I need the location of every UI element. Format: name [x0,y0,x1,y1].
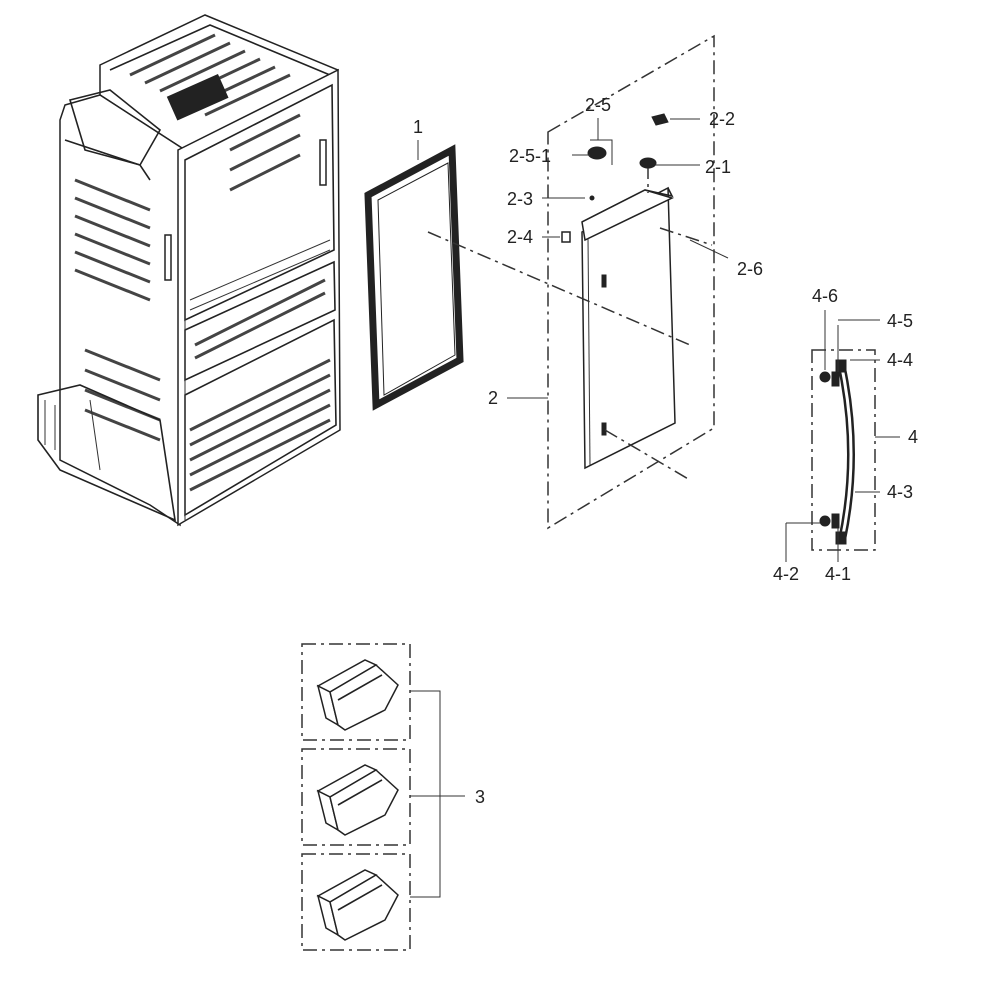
svg-text:4-3: 4-3 [887,482,913,502]
hinge-cap-part [639,157,657,169]
svg-text:2-1: 2-1 [705,157,731,177]
svg-text:4-1: 4-1 [825,564,851,584]
door-gasket [364,144,464,411]
svg-text:2-5: 2-5 [585,95,611,115]
door-assembly-group [427,34,715,530]
svg-text:2-5-1: 2-5-1 [509,146,551,166]
svg-text:4-4: 4-4 [887,350,913,370]
callout-2-5-1: 2-5-1 [509,146,551,166]
hinge-cover-part [651,113,669,126]
stopper-part [561,231,571,243]
hinge-bushing-part [587,146,607,160]
callout-4-3: 4-3 [855,482,913,502]
callout-4-1: 4-1 [825,528,851,584]
svg-text:2-2: 2-2 [709,109,735,129]
svg-text:4-6: 4-6 [812,286,838,306]
svg-text:2-3: 2-3 [507,189,533,209]
callout-4-4: 4-4 [850,350,913,370]
svg-text:1: 1 [413,117,423,137]
door-bin-1 [316,659,399,731]
callout-2-6: 2-6 [689,239,763,279]
callout-2-4: 2-4 [507,227,560,247]
svg-text:2-4: 2-4 [507,227,533,247]
svg-text:4-5: 4-5 [887,311,913,331]
callout-2-2: 2-2 [670,109,735,129]
callout-4: 4 [875,427,918,447]
handle-assembly-group [811,325,876,551]
callout-2-3: 2-3 [507,189,585,209]
callout-2-5: 2-5 [585,95,611,140]
refrigerator-cabinet [37,14,341,527]
svg-text:4: 4 [908,427,918,447]
svg-text:2: 2 [488,388,498,408]
callout-4-2: 4-2 [773,522,820,584]
svg-text:2-6: 2-6 [737,259,763,279]
screw-part [589,195,595,201]
callout-2-1: 2-1 [655,157,731,177]
callout-2: 2 [488,388,548,408]
door-bin-2 [316,764,399,836]
callout-4-6: 4-6 [812,286,838,370]
svg-text:4-2: 4-2 [773,564,799,584]
door-bins-group [301,643,465,951]
callout-4-5: 4-5 [838,311,913,331]
callout-1: 1 [413,117,423,160]
svg-text:3: 3 [475,787,485,807]
callout-3: 3 [475,787,485,807]
door-bin-3 [316,869,399,941]
